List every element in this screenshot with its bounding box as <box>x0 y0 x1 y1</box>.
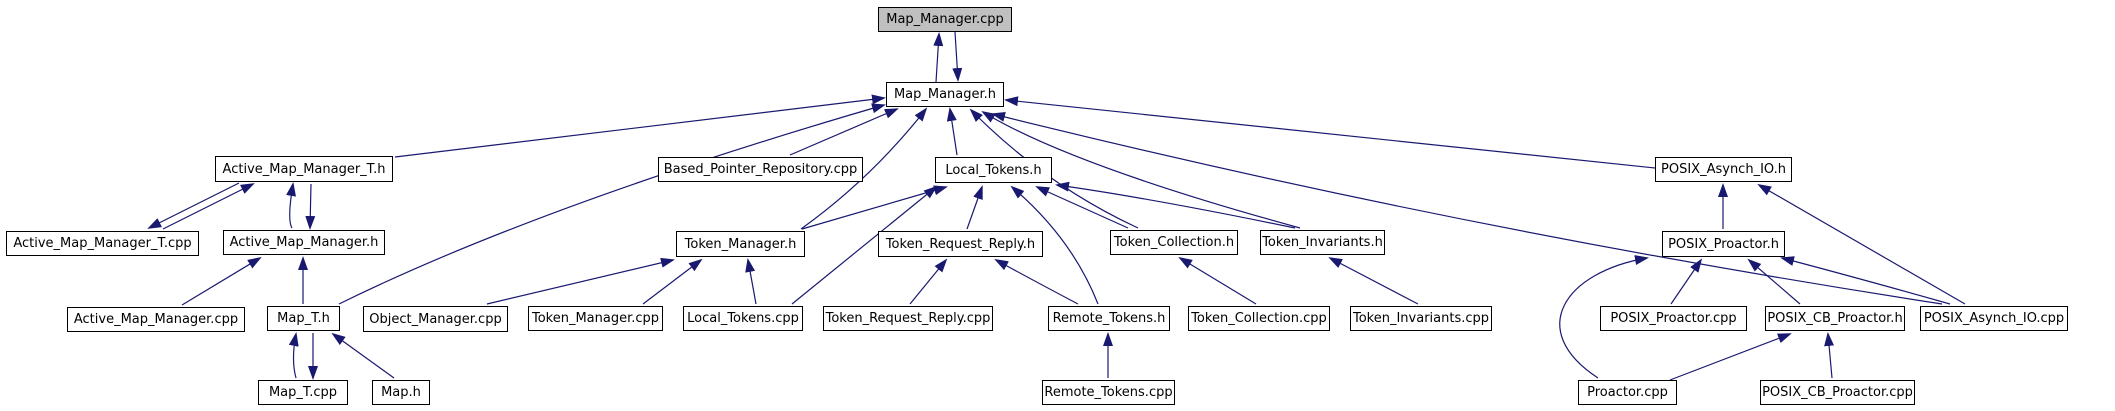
include-edge-local_tokens_h-to-map_manager_h <box>946 107 958 156</box>
include-edge-token_collection_h-to-local_tokens_h <box>1035 186 1129 229</box>
include-edge-remote_tokens_h-to-token_request_reply_h <box>994 259 1079 305</box>
include-edge-token_request_reply_h-to-local_tokens_h <box>966 185 983 230</box>
graph-node-map_t_h[interactable]: Map_T.h <box>267 306 340 331</box>
include-edge-token_invariants_h-to-map_manager_h <box>981 110 1301 229</box>
include-edge-map_h-to-map_t_h <box>331 332 395 379</box>
include-edge-based_pointer_repository_cpp-to-map_manager_h <box>789 108 899 156</box>
graph-node-token_manager_cpp[interactable]: Token_Manager.cpp <box>528 306 663 331</box>
include-edge-map_t_h-to-map_manager_h <box>338 103 886 305</box>
include-edge-map_manager_h-to-map_manager_cpp <box>952 31 963 82</box>
include-edge-token_request_reply_cpp-to-token_request_reply_h <box>909 258 948 305</box>
include-edge-proactor_cpp-to-posix_cb_proactor_h <box>1669 333 1792 381</box>
graph-node-map_manager_h[interactable]: Map_Manager.h <box>886 82 1004 107</box>
include-edge-token_manager_cpp-to-token_manager_h <box>642 258 703 305</box>
include-edge-map_t_cpp-to-map_t_h <box>288 332 299 379</box>
include-edge-local_tokens_cpp-to-token_manager_h <box>745 258 757 305</box>
include-edge-posix_proactor_cpp-to-posix_proactor_h <box>1670 258 1703 305</box>
include-edge-map_manager_cpp-to-map_manager_h <box>933 32 944 83</box>
graph-node-posix_asynch_io_cpp[interactable]: POSIX_Asynch_IO.cpp <box>1920 306 2068 331</box>
include-edge-token_manager_h-to-local_tokens_h <box>801 185 948 230</box>
graph-node-active_map_manager_h[interactable]: Active_Map_Manager.h <box>223 230 385 255</box>
graph-node-active_map_manager_cpp[interactable]: Active_Map_Manager.cpp <box>67 307 245 332</box>
graph-node-token_request_reply_cpp[interactable]: Token_Request_Reply.cpp <box>823 306 993 331</box>
graph-node-object_manager_cpp[interactable]: Object_Manager.cpp <box>363 306 508 332</box>
graph-node-based_pointer_repository_cpp[interactable]: Based_Pointer_Repository.cpp <box>658 157 863 182</box>
include-edge-posix_asynch_io_cpp-to-posix_asynch_io_h <box>1757 183 1966 305</box>
include-edge-active_map_manager_t_h-to-map_manager_h <box>394 94 886 158</box>
include-edge-posix_asynch_io_cpp-to-posix_proactor_h <box>1780 256 1951 305</box>
include-edge-token_manager_h-to-map_manager_h <box>800 107 928 230</box>
graph-node-token_request_reply_h[interactable]: Token_Request_Reply.h <box>878 231 1043 257</box>
graph-node-local_tokens_cpp[interactable]: Local_Tokens.cpp <box>683 306 803 331</box>
include-edge-posix_cb_proactor_cpp-to-posix_cb_proactor_h <box>1824 332 1835 379</box>
graph-node-active_map_manager_t_h[interactable]: Active_Map_Manager_T.h <box>215 156 393 182</box>
include-edge-posix_cb_proactor_h-to-posix_proactor_h <box>1747 258 1801 305</box>
graph-node-posix_cb_proactor_cpp[interactable]: POSIX_CB_Proactor.cpp <box>1760 380 1915 405</box>
graph-node-token_collection_cpp[interactable]: Token_Collection.cpp <box>1188 306 1330 331</box>
graph-node-token_collection_h[interactable]: Token_Collection.h <box>1110 230 1238 255</box>
include-edge-active_map_manager_t_h-to-active_map_manager_h <box>305 183 316 230</box>
graph-node-active_map_manager_t_cpp[interactable]: Active_Map_Manager_T.cpp <box>6 231 199 256</box>
graph-node-map_manager_cpp: Map_Manager.cpp <box>878 7 1012 32</box>
graph-node-map_h[interactable]: Map.h <box>372 380 430 405</box>
include-edge-remote_tokens_h-to-local_tokens_h <box>1010 185 1099 305</box>
include-edge-object_manager_cpp-to-token_manager_h <box>486 257 675 305</box>
include-edge-token_invariants_cpp-to-token_invariants_h <box>1328 257 1419 305</box>
graph-node-local_tokens_h[interactable]: Local_Tokens.h <box>935 157 1052 183</box>
graph-node-posix_proactor_h[interactable]: POSIX_Proactor.h <box>1662 231 1785 257</box>
include-edge-token_invariants_h-to-local_tokens_h <box>1055 181 1296 229</box>
graph-node-posix_proactor_cpp[interactable]: POSIX_Proactor.cpp <box>1600 306 1747 331</box>
include-edge-active_map_manager_cpp-to-active_map_manager_h <box>181 256 262 306</box>
graph-node-map_t_cpp[interactable]: Map_T.cpp <box>258 380 348 405</box>
graph-node-token_invariants_cpp[interactable]: Token_Invariants.cpp <box>1350 306 1492 331</box>
graph-node-posix_cb_proactor_h[interactable]: POSIX_CB_Proactor.h <box>1765 306 1905 331</box>
include-edge-posix_asynch_io_cpp-to-map_manager_h <box>991 112 1943 305</box>
include-edge-posix_asynch_io_h-to-map_manager_h <box>1004 96 1656 169</box>
include-edge-proactor_cpp-to-posix_proactor_h <box>1559 255 1649 379</box>
graph-node-proactor_cpp[interactable]: Proactor.cpp <box>1578 380 1677 405</box>
include-edge-local_tokens_cpp-to-local_tokens_h <box>791 185 938 305</box>
graph-node-posix_asynch_io_h[interactable]: POSIX_Asynch_IO.h <box>1655 157 1792 182</box>
include-edge-active_map_manager_h-to-active_map_manager_t_h <box>286 182 296 229</box>
graph-node-token_invariants_h[interactable]: Token_Invariants.h <box>1260 230 1385 255</box>
include-edge-active_map_manager_t_h-to-active_map_manager_t_cpp <box>147 182 240 229</box>
include-edge-token_collection_cpp-to-token_collection_h <box>1178 256 1257 305</box>
graph-node-token_manager_h[interactable]: Token_Manager.h <box>676 231 805 257</box>
include-edge-active_map_manager_t_cpp-to-active_map_manager_t_h <box>162 183 255 230</box>
graph-node-remote_tokens_h[interactable]: Remote_Tokens.h <box>1048 306 1170 331</box>
graph-node-remote_tokens_cpp[interactable]: Remote_Tokens.cpp <box>1042 380 1175 405</box>
